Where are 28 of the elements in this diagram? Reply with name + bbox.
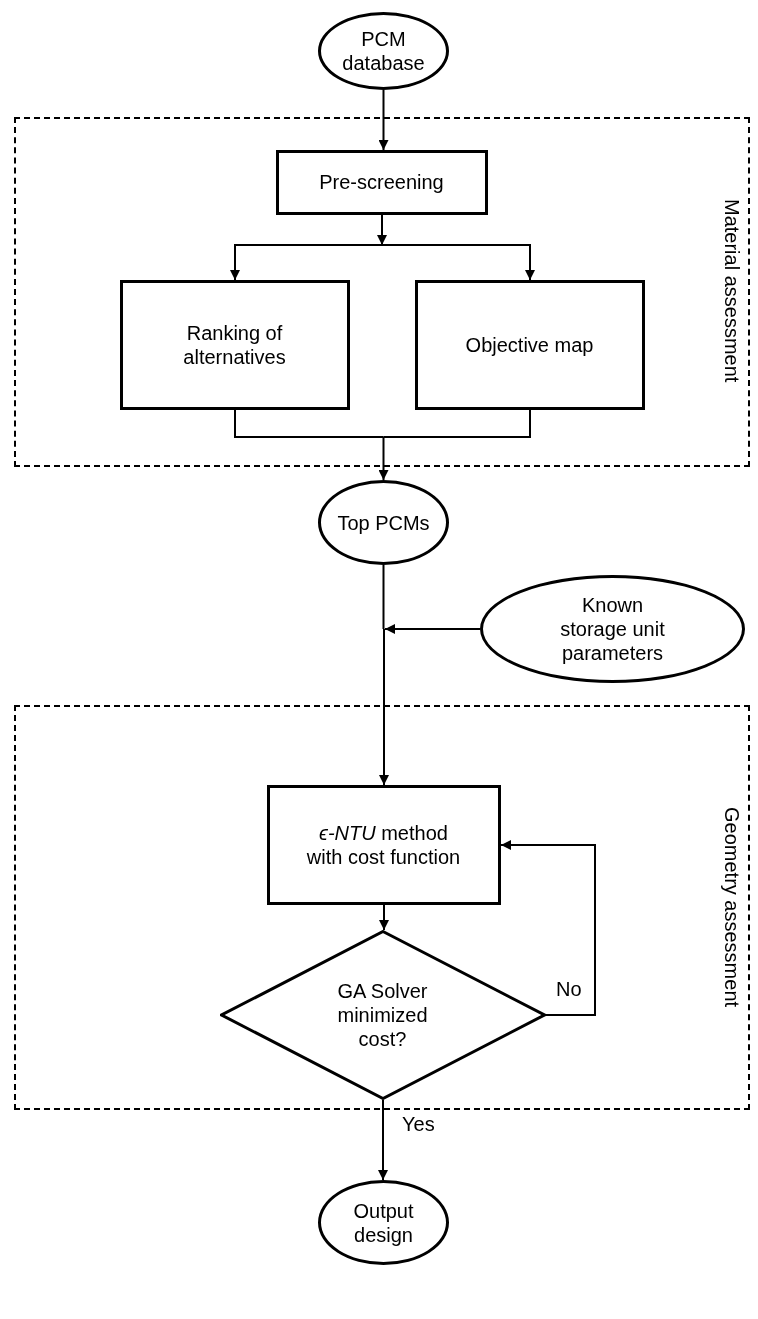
node-label: PCM database: [341, 27, 426, 75]
node-label: Output design: [352, 1198, 415, 1247]
process-box: [266, 784, 501, 905]
arrow: [384, 624, 481, 634]
node-label: Top PCMs: [336, 510, 431, 535]
arrow: [377, 214, 387, 246]
decision-diamond: [219, 929, 546, 1100]
arrow: [378, 89, 389, 151]
arrow: [381, 244, 535, 281]
node-label: Pre-screening: [318, 170, 445, 194]
process-box: [275, 149, 488, 215]
node-label: GA Solver minimized cost?: [336, 978, 429, 1051]
group-label: Geometry assessment: [722, 806, 742, 1007]
arrow: [379, 904, 389, 931]
arrow: [378, 1099, 388, 1181]
dashed-group-box: [14, 117, 750, 467]
arrow: [379, 628, 389, 786]
node-label: Ranking of alternatives: [182, 320, 287, 369]
arrow: [500, 840, 596, 1016]
arrow: [230, 244, 383, 281]
process-box: [414, 279, 645, 410]
node-label: ϵ-NTU method with cost function: [305, 820, 462, 869]
group-label: Material assessment: [722, 199, 742, 383]
dashed-group-box: [14, 705, 750, 1110]
node-label: Known storage unit parameters: [559, 593, 666, 665]
process-box: [119, 279, 350, 410]
arrow: [378, 436, 389, 481]
node-label: Objective map: [464, 332, 595, 357]
